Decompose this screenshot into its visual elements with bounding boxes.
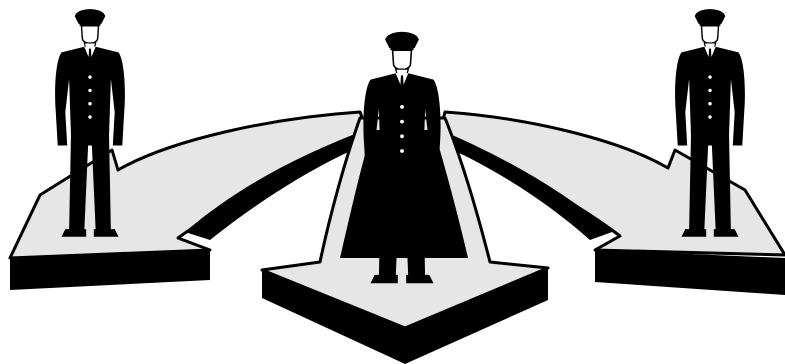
three-way-arrows-graphic — [0, 0, 785, 364]
illustration — [0, 0, 785, 364]
